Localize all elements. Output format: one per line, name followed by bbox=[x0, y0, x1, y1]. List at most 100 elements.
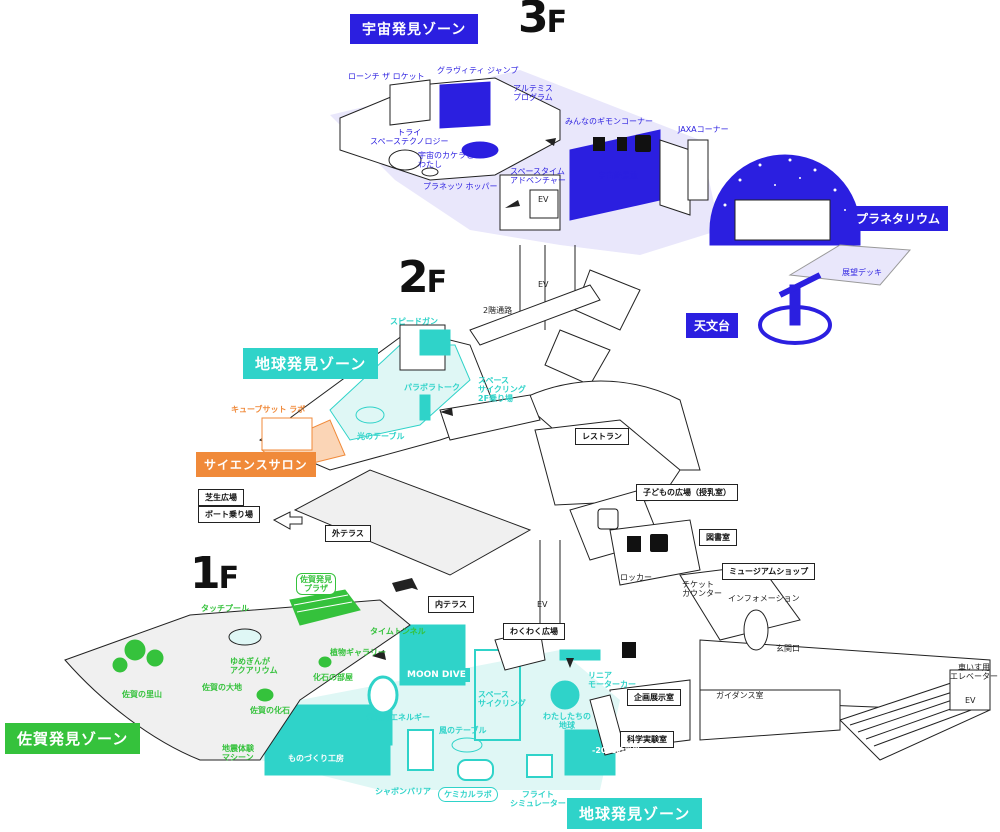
guidance-room bbox=[699, 689, 841, 741]
label-linear: リニア モーターカー bbox=[588, 671, 636, 690]
accessible-icon-1f bbox=[650, 534, 668, 552]
arrows bbox=[272, 138, 574, 668]
label-planets-hopper: プラネッツ ホッパー bbox=[423, 182, 498, 191]
floor-1f-label: 1F bbox=[190, 548, 239, 599]
zone-earth-2f-label: 地球発見ゾーン bbox=[243, 348, 379, 379]
label-yumegin: ゆめぎんが アクアリウム bbox=[230, 657, 278, 676]
ev-3f-box bbox=[529, 189, 559, 219]
floor-2f-label: 2F bbox=[398, 252, 447, 303]
corridor-2f bbox=[469, 284, 601, 346]
gravity-room bbox=[439, 81, 491, 129]
label-cycling-1f: スペース サイクリング bbox=[478, 690, 526, 709]
arrow-2f bbox=[440, 408, 453, 416]
telescope-tube bbox=[778, 272, 822, 298]
label-ev-right: EV bbox=[965, 696, 976, 705]
label-wind-table: 風のテーブル bbox=[439, 726, 487, 735]
facility-icons bbox=[593, 135, 668, 658]
label-museum-shop[interactable]: ミュージアムショップ bbox=[722, 563, 816, 580]
stair-2f bbox=[544, 329, 611, 386]
wind-table bbox=[451, 737, 483, 753]
zone-saga-label: 佐賀発見ゾーン bbox=[5, 723, 141, 754]
arrow-boat bbox=[272, 511, 303, 530]
saga-floor bbox=[64, 599, 411, 761]
label-rocket: ローンチ ザ ロケット bbox=[348, 72, 425, 81]
label-wheelchair-ev: 車いす用 エレベーター bbox=[950, 663, 998, 682]
light-table bbox=[355, 406, 385, 424]
label-guidance: ガイダンス室 bbox=[716, 691, 764, 700]
entrance-rotunda bbox=[743, 609, 769, 651]
arrow-linear bbox=[566, 658, 574, 668]
baby-icon-3f bbox=[617, 137, 627, 151]
label-moon-dive: MOON DIVE bbox=[403, 668, 470, 682]
label-space-camera: 宇宙のカケラと わたし bbox=[418, 151, 474, 170]
tree-1 bbox=[124, 639, 146, 661]
label-library[interactable]: 図書室 bbox=[699, 529, 737, 546]
label-soap: シャボンバリア bbox=[375, 787, 431, 796]
our-earth-globe bbox=[550, 680, 580, 710]
label-light-table: 光のテーブル bbox=[357, 432, 405, 441]
fossil-disc bbox=[256, 688, 274, 702]
flight-sim bbox=[526, 754, 553, 778]
label-exhibit-room[interactable]: 企画展示室 bbox=[627, 689, 681, 706]
restroom-icon-3f bbox=[593, 137, 605, 151]
label-observatory[interactable]: 天文台 bbox=[686, 313, 739, 338]
label-parabola: パラボラトーク bbox=[404, 383, 460, 392]
rail-2f bbox=[439, 394, 541, 441]
label-time-tunnel: タイムトンネル bbox=[370, 627, 426, 636]
cycling-1f-frame bbox=[474, 649, 521, 741]
jaxa-wall bbox=[659, 139, 691, 216]
outer-terrace-floor bbox=[293, 469, 532, 576]
wheelchair-ev-box bbox=[949, 669, 991, 711]
label-science-lab[interactable]: 科学実験室 bbox=[620, 731, 674, 748]
touch-pool bbox=[228, 628, 262, 646]
rocket-room bbox=[389, 79, 431, 126]
label-cubesat: キューブサット ラボ bbox=[231, 405, 306, 414]
label-kids-plaza[interactable]: 子どもの広場（授乳室） bbox=[636, 484, 738, 501]
label-jishin: 地震体験 マシーン bbox=[222, 744, 254, 763]
label-question-corner: みんなのギモンコーナー bbox=[565, 117, 653, 126]
arrow-3f-b bbox=[545, 138, 556, 146]
soap-cylinder bbox=[407, 729, 434, 771]
arrow-inner-terrace bbox=[392, 578, 418, 592]
label-ev-2f: EV bbox=[538, 280, 549, 289]
label-ev-3f: EV bbox=[538, 195, 549, 204]
label-inner-terrace[interactable]: 内テラス bbox=[428, 596, 474, 613]
label-wakuwaku[interactable]: わくわく広場 bbox=[503, 623, 565, 640]
floor3-plan bbox=[330, 70, 912, 345]
escalator bbox=[589, 694, 626, 756]
label-ev-1f: EV bbox=[537, 600, 548, 609]
label-genki: 元気力エネルギー bbox=[366, 713, 430, 722]
monozukuri-front bbox=[264, 744, 391, 776]
label-restaurant[interactable]: レストラン bbox=[575, 428, 629, 445]
linear-track bbox=[559, 649, 601, 661]
label-outer-terrace[interactable]: 外テラス bbox=[325, 525, 371, 542]
label-daichi: 佐賀の大地 bbox=[202, 683, 242, 692]
plant-gallery-disc bbox=[318, 656, 332, 668]
floor-3f-label: 3F bbox=[518, 0, 567, 43]
cubesat-wall bbox=[261, 417, 313, 451]
label-satoyama: 佐賀の里山 bbox=[122, 690, 162, 699]
accessible-icon-3f bbox=[635, 135, 651, 152]
label-saga-plaza[interactable]: 佐賀発見 プラザ bbox=[296, 573, 336, 596]
nursing-icon bbox=[597, 508, 619, 530]
tree-2 bbox=[146, 649, 164, 667]
cycling-2f-entry bbox=[419, 394, 431, 421]
label-artemis: アルテミス プログラム bbox=[513, 84, 553, 103]
label-speedgun: スピードガン bbox=[390, 317, 438, 326]
planetarium-seats bbox=[734, 199, 831, 241]
label-boat[interactable]: ボート乗り場 bbox=[198, 506, 260, 523]
label-planetarium[interactable]: プラネタリウム bbox=[848, 206, 949, 231]
label-space-view: 宇宙絶景旅 bbox=[598, 171, 638, 180]
label-plant-gallery: 植物ギャラリー bbox=[330, 648, 386, 657]
label-lawn[interactable]: 芝生広場 bbox=[198, 489, 244, 506]
label-try-space: トライ スペーステクノロジー bbox=[370, 128, 449, 147]
dome-stars bbox=[723, 158, 846, 211]
label-fossil: 佐賀の化石 bbox=[250, 706, 290, 715]
label-fossil-room: 化石の部屋 bbox=[313, 673, 353, 682]
label-monozukuri: ものづくり工房 bbox=[288, 754, 344, 763]
label-space-time: スペースタイム アドベンチャー bbox=[510, 167, 566, 186]
planets-hopper-pad bbox=[421, 167, 439, 177]
fountain bbox=[388, 149, 422, 171]
speedgun-lane bbox=[419, 329, 451, 356]
